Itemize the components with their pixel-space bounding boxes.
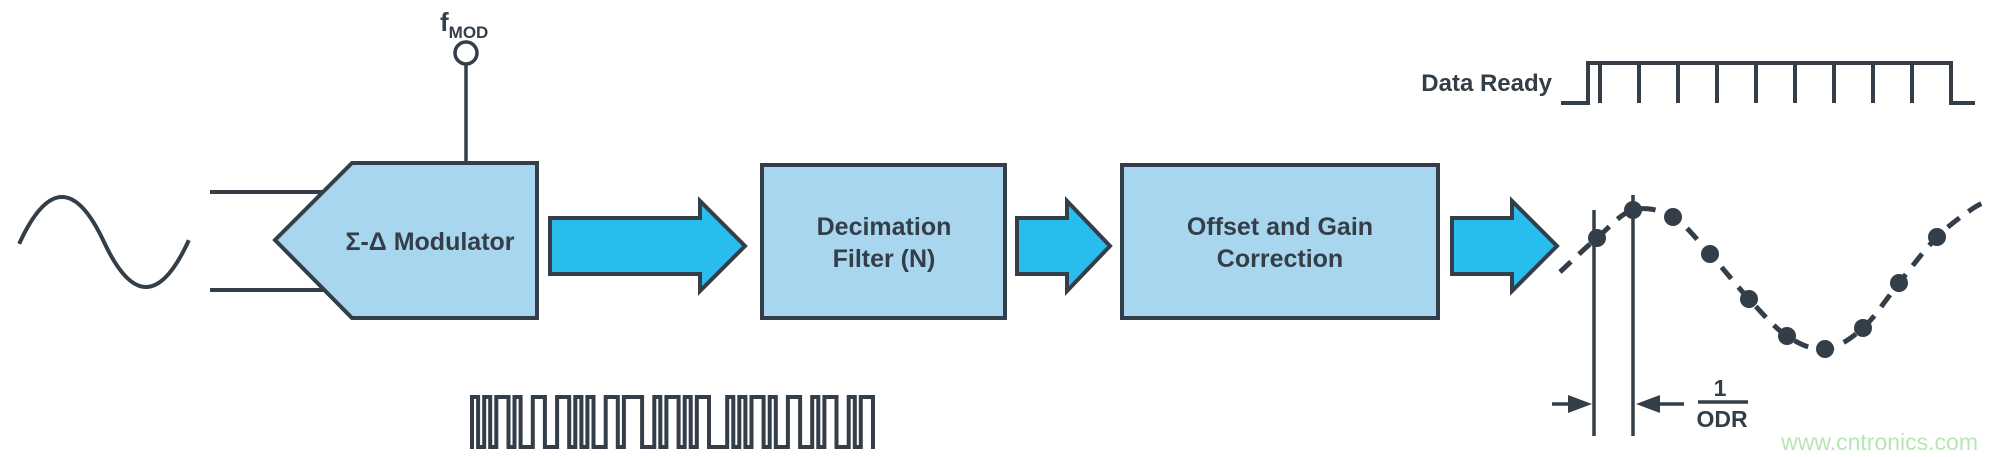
data-ready-clock-waveform: [1561, 61, 1975, 105]
sampled-output-sine-curve: [1558, 197, 1991, 352]
fmod-terminal-circle: [453, 40, 479, 66]
fmod-label: fMOD: [440, 7, 488, 42]
offset-gain-correction-block: [1120, 163, 1440, 320]
sigma-delta-modulator-label: Σ-Δ Modulator: [345, 228, 514, 256]
sample-dot: [1816, 340, 1834, 358]
flow-arrow-modulator-to-decimation: [548, 196, 748, 296]
fmod-label-base: f: [440, 7, 449, 37]
sample-dot: [1740, 290, 1758, 308]
sample-dot: [1778, 327, 1796, 345]
sample-dot: [1890, 274, 1908, 292]
data-ready-label: Data Ready: [1421, 70, 1552, 97]
odr-dimension-arrow-left-icon: [1636, 395, 1660, 413]
sigma-delta-modulator-block: [272, 161, 539, 320]
flow-arrow-decimation-to-offset: [1015, 196, 1113, 296]
sample-dot: [1664, 208, 1682, 226]
sample-dot: [1588, 229, 1606, 247]
sample-dot: [1928, 228, 1946, 246]
fmod-label-subscript: MOD: [449, 23, 489, 42]
offset-gain-label-line1: Offset and Gain: [1187, 213, 1373, 241]
flow-arrow-offset-to-output: [1450, 196, 1560, 296]
output-sample-dots: [1588, 201, 1946, 358]
odr-fraction-denominator: ODR: [1696, 406, 1748, 432]
odr-dimension-arrow-right-icon: [1568, 395, 1592, 413]
sample-dot: [1854, 319, 1872, 337]
modulator-bitstream-waveform: [470, 395, 875, 449]
sample-dot: [1701, 245, 1719, 263]
analog-input-sine-wave: [17, 195, 191, 289]
decimation-filter-block: [760, 163, 1007, 320]
decimation-filter-label-line2: Filter (N): [833, 245, 936, 273]
offset-gain-label-line2: Correction: [1217, 245, 1343, 273]
odr-fraction-numerator: 1: [1714, 375, 1727, 401]
watermark-text: www.cntronics.com: [1780, 429, 1978, 455]
decimation-filter-label-line1: Decimation: [817, 213, 952, 241]
